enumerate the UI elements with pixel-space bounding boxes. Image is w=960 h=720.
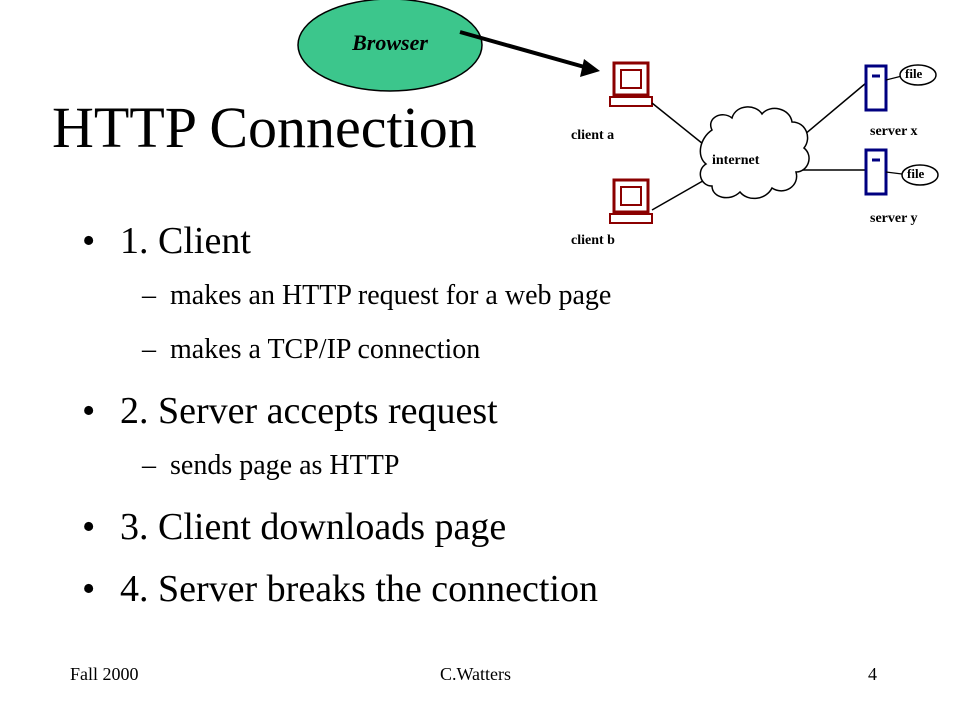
bullet-item: • 4. Server breaks the connection bbox=[82, 563, 722, 615]
server-y-icon bbox=[864, 148, 888, 196]
footer-author: C.Watters bbox=[440, 664, 512, 684]
bullet-dot-icon: • bbox=[82, 390, 96, 432]
bullet-text: 1. Client bbox=[120, 220, 251, 262]
bullet-item: • 2. Server accepts request bbox=[82, 385, 722, 437]
callout-arrowhead bbox=[580, 59, 600, 77]
link-client-a bbox=[651, 102, 709, 149]
link-client-b bbox=[651, 177, 709, 211]
file-x-icon bbox=[899, 64, 937, 86]
server-y-file-link bbox=[885, 171, 903, 175]
bullet-dot-icon: • bbox=[82, 568, 96, 610]
callout-arrow bbox=[459, 30, 589, 70]
internet-label: internet bbox=[712, 153, 760, 168]
dash-icon: – bbox=[142, 280, 156, 311]
bullet-text: 3. Client downloads page bbox=[120, 506, 507, 548]
slide-number: 4 bbox=[868, 664, 877, 684]
browser-callout-label: Browser bbox=[352, 30, 428, 55]
client-a-label: client a bbox=[571, 128, 615, 143]
sub-bullet-text: makes a TCP/IP connection bbox=[170, 334, 481, 365]
sub-bullet-text: sends page as HTTP bbox=[170, 450, 400, 481]
bullet-text: 2. Server accepts request bbox=[120, 390, 498, 432]
file-y-icon bbox=[901, 164, 939, 186]
server-x-label: server x bbox=[870, 124, 918, 139]
bullet-list: • 1. Client – makes an HTTP request for … bbox=[82, 215, 722, 625]
sub-bullet-item: – makes a TCP/IP connection bbox=[142, 331, 722, 369]
bullet-dot-icon: • bbox=[82, 220, 96, 262]
client-b-computer-icon bbox=[609, 178, 653, 224]
file-x-label: file bbox=[905, 66, 923, 81]
browser-callout-ellipse bbox=[297, 0, 483, 92]
sub-bullet-item: – sends page as HTTP bbox=[142, 447, 722, 485]
dash-icon: – bbox=[142, 334, 156, 365]
bullet-dot-icon: • bbox=[82, 506, 96, 548]
link-server-x bbox=[797, 82, 867, 141]
internet-cloud-icon bbox=[699, 106, 810, 200]
dash-icon: – bbox=[142, 450, 156, 481]
server-y-label: server y bbox=[870, 211, 918, 226]
bullet-item: • 3. Client downloads page bbox=[82, 501, 722, 553]
server-x-icon bbox=[864, 64, 888, 112]
bullet-item: • 1. Client bbox=[82, 215, 722, 267]
slide-title: HTTP Connection bbox=[52, 95, 477, 160]
server-x-file-link bbox=[885, 75, 903, 81]
sub-bullet-item: – makes an HTTP request for a web page bbox=[142, 277, 722, 315]
footer-date: Fall 2000 bbox=[70, 664, 139, 684]
client-b-label: client b bbox=[571, 233, 615, 248]
sub-bullet-text: makes an HTTP request for a web page bbox=[170, 280, 612, 311]
file-y-label: file bbox=[907, 166, 925, 181]
client-a-computer-icon bbox=[609, 61, 653, 107]
bullet-text: 4. Server breaks the connection bbox=[120, 568, 598, 610]
